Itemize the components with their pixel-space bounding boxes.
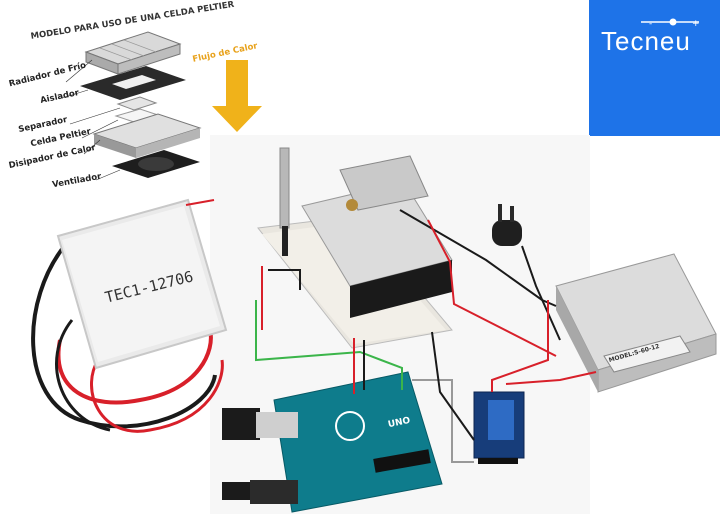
fan-layer [112, 150, 200, 178]
heatsink-assembly [301, 155, 453, 318]
insulator-layer [80, 66, 186, 100]
tec-wires [31, 242, 224, 433]
tec-module [56, 198, 228, 370]
usb-cable [222, 408, 298, 504]
temperature-probe [279, 147, 290, 256]
cold-radiator-layer [84, 31, 182, 75]
svg-text:-: - [649, 19, 652, 29]
heatsink-layer [92, 113, 202, 158]
heat-flow-arrow [212, 60, 262, 132]
connection-wires [255, 209, 597, 463]
svg-text:+: + [692, 19, 700, 29]
logo-decoration: - + [641, 18, 700, 29]
power-supply [555, 253, 717, 393]
power-plug [492, 204, 522, 246]
relay-module [473, 391, 525, 464]
logo-text: Tecneu [601, 26, 691, 56]
separator-layer [116, 96, 158, 111]
tecneu-logo: - + Tecneu [589, 0, 720, 136]
exploded-diagram [61, 31, 262, 181]
tec-red-lead [185, 199, 215, 206]
arduino-board [273, 371, 443, 513]
